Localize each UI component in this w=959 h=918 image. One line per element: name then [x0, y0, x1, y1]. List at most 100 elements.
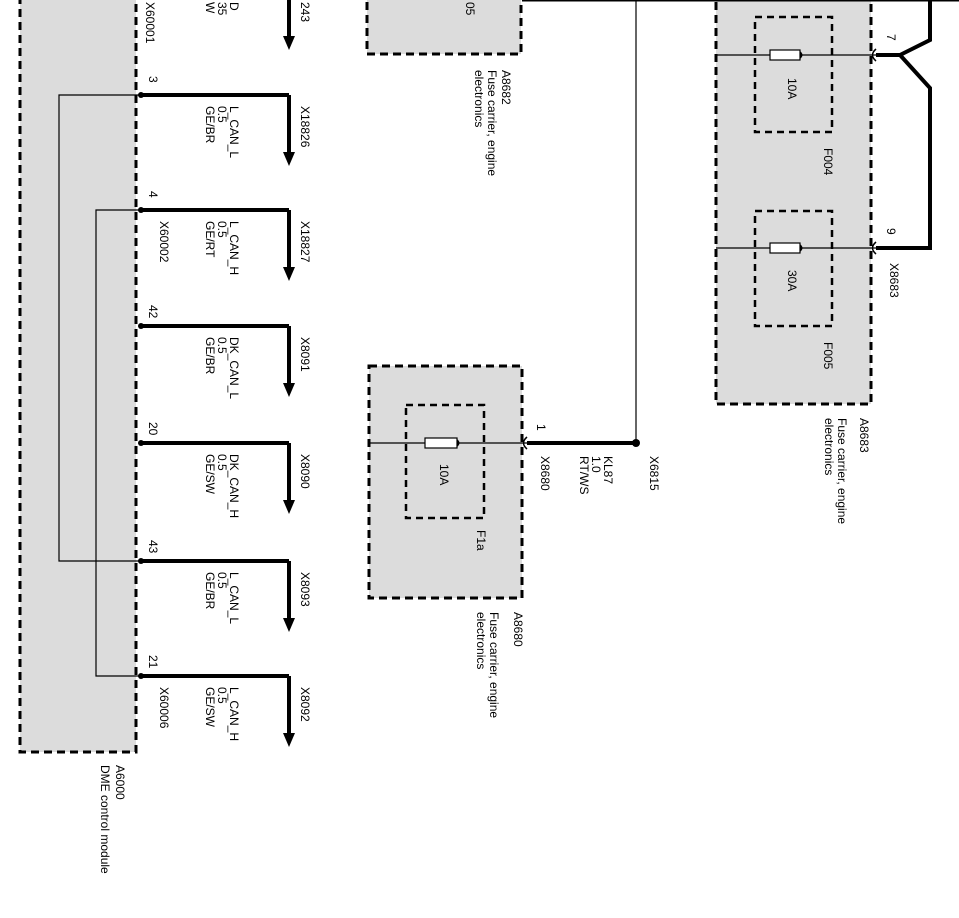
pin-node — [138, 558, 144, 564]
fuse-f1a-rating: 10A — [437, 464, 451, 485]
pin-number: 3 — [146, 76, 160, 83]
kl87-splice-id: X6815 — [647, 456, 661, 491]
fuse-carrier-a8682-pin: 05 — [463, 2, 477, 16]
fuse-carrier-a8682-id: A8682 — [499, 70, 513, 105]
fuse-f1a-frame — [404, 403, 486, 520]
wire-connector: X8090 — [298, 454, 312, 489]
can-wire-row: 3 L_CAN_L 0.5 GE/BR X18826 — [138, 76, 312, 166]
can-wire-row: 43 L_CAN_L 0.5 GE/BR X8093 — [138, 540, 312, 632]
wire-color: GE/SW — [203, 687, 217, 728]
fuse-f005-frame — [753, 209, 834, 328]
dme-internal-link-outer — [58, 94, 141, 562]
fuse-f004: 10A F004 7 — [716, 15, 898, 176]
wire-size: 0.5 — [215, 106, 229, 123]
wire-connector: X8092 — [298, 687, 312, 722]
kl87-wire-color: RT/WS — [577, 456, 591, 494]
pin-node — [138, 673, 144, 679]
pin-number: 42 — [146, 305, 160, 319]
wire-color: GE/BR — [203, 572, 217, 610]
wire-size: 0.5 — [215, 687, 229, 704]
pin-number: 21 — [146, 655, 160, 669]
fuse-carrier-a8680-pin-node — [522, 436, 528, 450]
dme-module-id: A6000 — [113, 765, 127, 800]
fuse-f004-id: F004 — [821, 148, 835, 176]
top-wire-value-1: D — [227, 2, 241, 11]
can-wire-row: 4 X60002 L_CAN_H 0.5 GE/RT X18827 — [138, 191, 312, 281]
fuse-carrier-a8683-connector: X8683 — [887, 263, 901, 298]
wire-name: L_CAN_L — [227, 572, 241, 624]
wire-connector: X18826 — [298, 106, 312, 148]
fuse-carrier-a8683-id: A8683 — [857, 418, 871, 453]
fuse-f005: 30A F005 9 — [716, 209, 898, 370]
dme-module-desc: DME control module — [98, 765, 112, 874]
fuse-f1a-icon-end — [457, 439, 460, 447]
wire-arrow — [283, 500, 295, 514]
pin-node — [138, 440, 144, 446]
fuse-f004-pin-node — [871, 48, 877, 62]
pin-number: 43 — [146, 540, 160, 554]
wire-connector: X18827 — [298, 221, 312, 263]
dme-module-box — [18, 0, 138, 754]
wire-name: DK_CAN_H — [227, 454, 241, 518]
wire-size: 0.5 — [215, 221, 229, 238]
wire-arrow — [283, 618, 295, 632]
fuse-f005-pin-node — [871, 241, 877, 255]
fuse-carrier-a8680-desc-2: electronics — [474, 612, 488, 669]
fuse-carrier-a8682-box — [365, 0, 523, 56]
wire-arrow — [283, 733, 295, 747]
wire-connector: X8091 — [298, 337, 312, 372]
top-wire-value-2: 35 — [215, 2, 229, 16]
fuse-f005-icon-end — [800, 244, 803, 252]
pin-node — [138, 92, 144, 98]
wire-name: L_CAN_H — [227, 687, 241, 741]
fuse-f1a-id: F1a — [474, 530, 488, 551]
top-wire-connector: 243 — [298, 2, 312, 22]
wire-size: 0.5 — [215, 572, 229, 589]
kl87-wire-size: 1.0 — [589, 456, 603, 473]
row-connector: X60002 — [157, 221, 171, 263]
wire-size: 0.5 — [215, 454, 229, 471]
wire-color: GE/RT — [203, 221, 217, 258]
wire-color: GE/SW — [203, 454, 217, 495]
fuse-f004-icon — [769, 49, 801, 61]
fuse-f1a-icon — [424, 437, 458, 449]
dme-connector-x60001: X60001 — [143, 2, 157, 44]
can-wire-row: 20 DK_CAN_H 0.5 GE/SW X8090 — [138, 422, 312, 518]
fuse-bridge-wire — [876, 53, 932, 250]
fuse-carrier-a8683-box — [714, 0, 873, 406]
wire-arrow — [283, 383, 295, 397]
fuse-carrier-a8683-desc-2: electronics — [822, 418, 836, 475]
wire-name: L_CAN_L — [227, 106, 241, 158]
fuse-carrier-a8680-desc-1: Fuse carrier, engine — [487, 612, 501, 718]
fuse-carrier-a8683-desc-1: Fuse carrier, engine — [835, 418, 849, 524]
wire-arrow — [283, 152, 295, 166]
fuse-f004-frame — [753, 15, 834, 134]
wire-size: 0.5 — [215, 337, 229, 354]
can-wire-row: 42 DK_CAN_L 0.5 GE/BR X8091 — [138, 305, 312, 399]
fuse-f005-id: F005 — [821, 342, 835, 370]
pin-node — [138, 207, 144, 213]
fuse-f005-icon — [769, 242, 801, 254]
row-connector: X60006 — [157, 687, 171, 729]
fuse-bridge-top-wire — [899, 0, 932, 57]
fuse-f004-icon-end — [800, 51, 803, 59]
fuse-f004-pin: 7 — [884, 34, 898, 41]
fuse-carrier-a8682-desc-2: electronics — [472, 70, 486, 127]
wire-color: GE/BR — [203, 337, 217, 375]
pin-number: 20 — [146, 422, 160, 436]
wire-connector: X8093 — [298, 572, 312, 607]
fuse-f005-pin: 9 — [884, 228, 898, 235]
fuse-f005-rating: 30A — [785, 270, 799, 291]
kl87-wire-name: KL87 — [601, 456, 615, 484]
wire-name: DK_CAN_L — [227, 337, 241, 399]
wire-arrow — [283, 267, 295, 281]
pin-number: 4 — [146, 191, 160, 198]
fuse-carrier-a8680-connector: X8680 — [538, 456, 552, 491]
wire-name: L_CAN_H — [227, 221, 241, 275]
fuse-f004-rating: 10A — [785, 78, 799, 99]
top-wire-arrow — [283, 36, 295, 50]
pin-node — [138, 323, 144, 329]
fuse-carrier-a8682-desc-1: Fuse carrier, engine — [485, 70, 499, 176]
fuse-carrier-a8680-pin: 1 — [534, 424, 548, 431]
